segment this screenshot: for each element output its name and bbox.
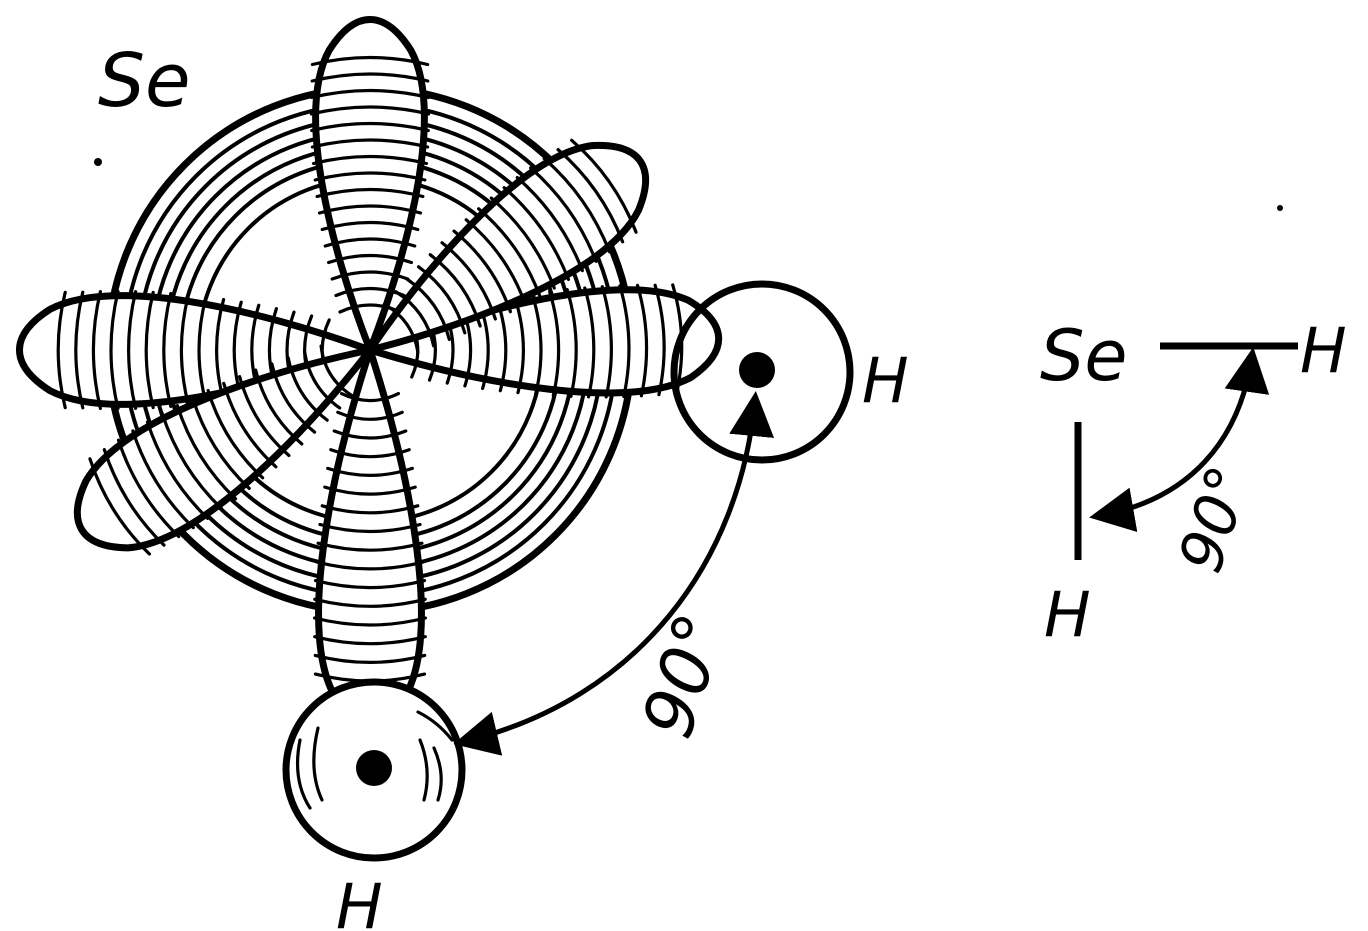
bond-angle-schema: Se H H 90°: [1040, 205, 1347, 651]
selenium-label: Se: [98, 38, 191, 124]
hydrogen-nucleus-bottom: [356, 750, 392, 786]
p-orbital-lobes: [19, 19, 720, 718]
lobe-down: [315, 350, 426, 719]
hydrogen-nucleus-right: [739, 352, 775, 388]
schema-angle-label: 90°: [1166, 458, 1265, 581]
stray-dot-right: [1277, 205, 1283, 211]
hydrogen-label-bottom: H: [336, 870, 383, 931]
hydrogen-atom-bottom: [286, 682, 462, 858]
hydrogen-label-right: H: [862, 344, 909, 417]
schema-hydrogen-label-right: H: [1300, 314, 1347, 387]
angle-label-main: 90°: [626, 604, 742, 747]
schema-selenium-label: Se: [1040, 315, 1128, 397]
schema-hydrogen-label-bottom: H: [1044, 578, 1091, 651]
stray-dot: [94, 158, 102, 166]
